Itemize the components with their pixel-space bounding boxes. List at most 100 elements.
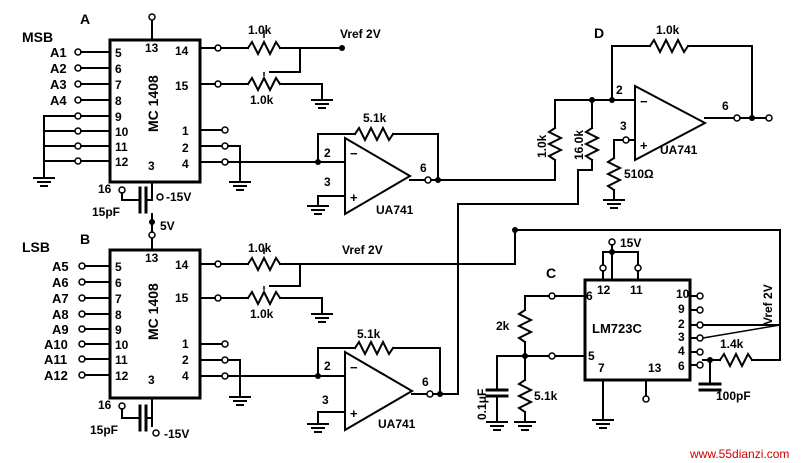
regulator-section-label: C [546,265,556,281]
regulator-pin-10: 10 [676,287,690,301]
dac-b-cap: 15pF [90,423,118,437]
dac-a-pin-2: 2 [182,141,189,155]
dac-a-grounded-pins: 9 10 11 12 [33,110,129,187]
dac-a-pin-12: 12 [115,155,129,169]
dac-a-input-a1: A1 [50,45,67,60]
opamp-b-plus: + [350,406,358,421]
dac-b-pin-12: 12 [115,369,129,383]
dac-b-vref: Vref 2V [342,243,383,257]
dac-b-chip-name: MC 1408 [145,283,161,340]
summer-d: D − + 1.0k 2 3 1.0k 16.0k 510Ω [535,23,773,209]
dac-b-pos-supply: 5V [160,219,175,233]
summer-name: UA741 [660,143,698,157]
dac-b-chip-body [108,248,202,400]
opamp-a: − + 5.1k 2 3 6 UA741 [307,111,556,217]
regulator-pin-7: 7 [598,361,605,375]
dac-a-pin-6: 6 [115,62,122,76]
dac-b-pin-16: 16 [98,398,112,412]
dac-a-supply: -15V [166,190,191,204]
opamp-b-pin-3: 3 [322,393,329,407]
summer-section-label: D [594,25,604,41]
dac-a-chip-body [108,38,202,184]
regulator-c: C LM723C 15V 12 11 6 2k 5.1k [475,236,781,431]
dac-a-input-a4: A4 [50,93,67,108]
opamp-b-pin-2: 2 [324,359,331,373]
dac-a-pin-13: 13 [145,41,159,55]
dac-b-pin-15: 15 [175,291,189,305]
dac-a-cap: 15pF [92,205,120,219]
dac-a-input-a3: A3 [50,77,67,92]
regulator-cap: 0.1μF [475,389,489,420]
dac-b-r-bottom: 1.0k [250,307,274,321]
dac-b-input-a5: A5 [52,259,69,274]
opamp-a-pin-2: 2 [324,146,331,160]
regulator-r-divider-top: 2k [496,319,510,333]
opamp-b-minus: − [350,360,358,375]
opamp-b-feedback: 5.1k [357,327,381,341]
regulator-vref: Vref 2V [761,284,775,325]
opamp-a-pin-6: 6 [420,161,427,175]
dac-b-pin-7: 7 [115,292,122,306]
dac-a-input-a2: A2 [50,61,67,76]
regulator-r-out: 1.4k [720,337,744,351]
dac-a-r-top: 1.0k [248,23,272,37]
opamp-a-feedback: 5.1k [363,111,387,125]
dac-a-pin-8: 8 [115,94,122,108]
regulator-pin-9: 9 [678,302,685,316]
dac-b-input-a7: A7 [52,291,69,306]
summer-r-in-a: 1.0k [535,134,549,158]
regulator-pin-12: 12 [597,283,611,297]
dac-b-input-a9: A9 [52,322,69,337]
summer-plus: + [640,138,648,153]
watermark: www.55dianzi.com [689,447,789,461]
dac-a-pin-3: 3 [148,159,155,173]
dac-a: MSB A MC 1408 13 A1 A2 A3 A4 5 6 7 8 [22,11,381,219]
dac-b-pin-8: 8 [115,308,122,322]
dac-a-inputs: A1 A2 A3 A4 5 6 7 8 [50,45,122,108]
regulator-pin-4: 4 [678,344,685,358]
opamp-a-minus: − [350,146,358,161]
dac-b-input-a8: A8 [52,307,69,322]
dac-b-input-a10: A10 [44,337,68,352]
dac-a-pin-5: 5 [115,46,122,60]
dac-a-pin-4: 4 [182,157,189,171]
regulator-pin-5: 5 [588,349,595,363]
regulator-pin-3: 3 [678,330,685,344]
dac-b-pin-9: 9 [115,323,122,337]
dac-a-vref: Vref 2V [340,27,381,41]
dac-a-pin-16: 16 [98,182,112,196]
regulator-r-divider-bottom: 5.1k [534,389,558,403]
summer-pin-3: 3 [620,119,627,133]
dac-a-chip-name: MC 1408 [145,75,161,132]
dac-b-pin-1: 1 [182,337,189,351]
dac-b: LSB B MC 1408 5V 13 A5 A6 A7 A8 A9 A10 A… [22,213,516,441]
dac-b-pin-3: 3 [148,373,155,387]
dac-a-section-label: A [80,11,90,27]
opamp-a-pin-3: 3 [324,175,331,189]
summer-feedback: 1.0k [656,23,680,37]
dac-a-bit-group: MSB [22,29,53,45]
dac-b-pin-14: 14 [175,258,189,272]
dac-a-pin-11: 11 [115,140,128,154]
dac-a-pin-9: 9 [115,110,122,124]
regulator-pin-6-out: 6 [678,359,685,373]
dac-b-input-a6: A6 [52,275,69,290]
regulator-chip-name: LM723C [592,321,642,336]
regulator-cap-out: 100pF [716,389,751,403]
summer-minus: − [640,94,648,109]
dac-b-inputs: A5 A6 A7 A8 A9 A10 A11 A12 5 6 7 8 9 10 … [44,259,129,383]
regulator-supply: 15V [620,236,641,250]
regulator-pin-13: 13 [648,361,662,375]
dac-b-pin-5: 5 [115,260,122,274]
dac-a-pin-14: 14 [175,44,189,58]
dac-b-r-top: 1.0k [248,241,272,255]
opamp-a-name: UA741 [376,203,414,217]
summer-r-in-b: 16.0k [572,130,586,160]
summer-pin-6: 6 [722,99,729,113]
dac-b-bit-group: LSB [22,239,50,255]
dac-b-pin-13: 13 [145,251,159,265]
dac-b-pin-10: 10 [115,338,129,352]
dac-b-pin-11: 11 [115,353,128,367]
dac-b-pin-4: 4 [182,369,189,383]
